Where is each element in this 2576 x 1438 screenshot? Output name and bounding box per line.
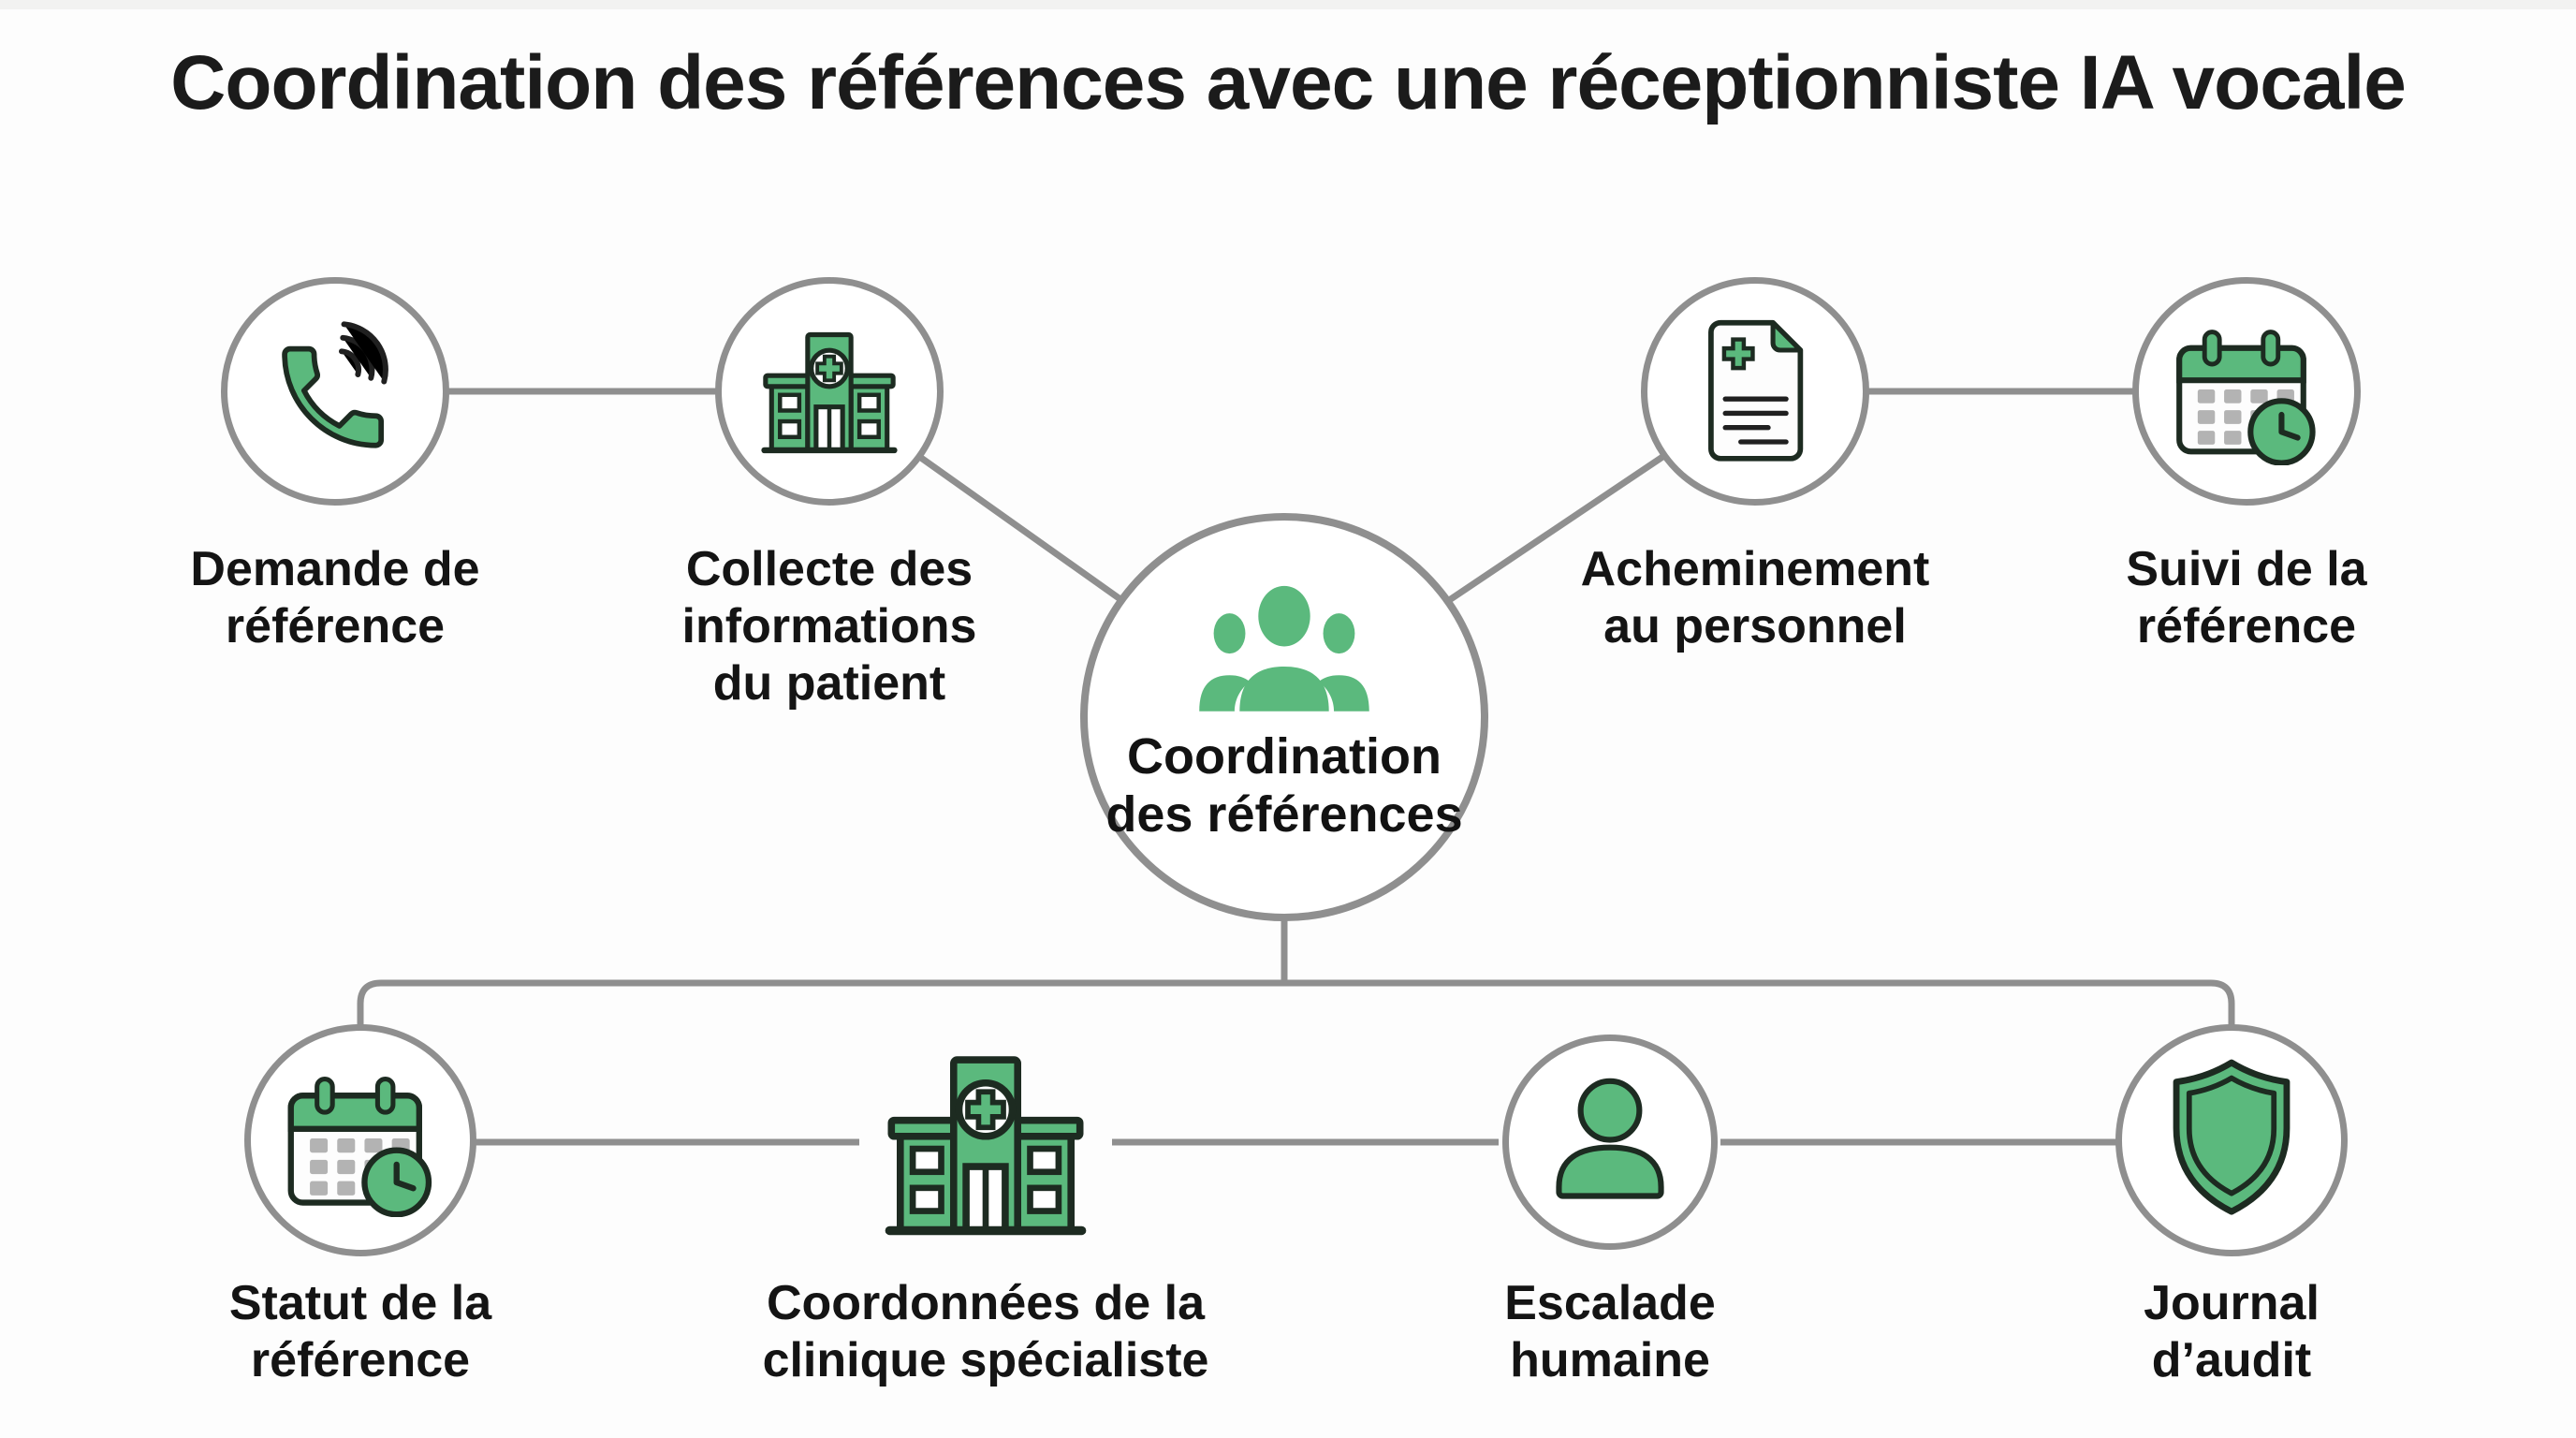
node-coordination-references: Coordination des références — [1080, 513, 1488, 921]
calendar-clock-icon — [274, 1060, 446, 1222]
node-journal-audit — [2115, 1024, 2348, 1256]
label-demande-reference: Demande de référence — [190, 542, 480, 653]
clinic-building-icon — [745, 320, 914, 463]
calendar-clock-icon — [2163, 314, 2330, 470]
label-suivi-reference: Suivi de la référence — [2126, 542, 2367, 653]
label-journal-audit: Journal d’audit — [2144, 1276, 2320, 1387]
phone-icon — [261, 315, 409, 468]
clinic-building-icon — [861, 1038, 1110, 1248]
label-collecte-informations: Collecte des informations du patient — [681, 542, 977, 711]
node-statut-reference — [244, 1024, 476, 1256]
medical-document-icon — [1690, 312, 1821, 472]
page-title: Coordination des références avec une réc… — [170, 40, 2407, 125]
node-demande-reference — [221, 277, 449, 506]
label-coordination-references: Coordination des références — [1105, 728, 1463, 843]
label-statut-reference: Statut de la référence — [228, 1276, 492, 1387]
node-collecte-informations — [715, 277, 944, 506]
people-group-icon — [1191, 579, 1378, 722]
label-coordonnees-clinique: Coordonnées de la clinique spécialiste — [762, 1276, 1209, 1387]
shield-icon — [2152, 1052, 2311, 1229]
person-icon — [1540, 1068, 1680, 1216]
node-coordonnees-clinique — [861, 1022, 1110, 1264]
label-acheminement-personnel: Acheminement au personnel — [1580, 542, 1930, 653]
node-escalade-humaine — [1502, 1034, 1718, 1250]
node-suivi-reference — [2132, 277, 2361, 506]
node-acheminement-personnel — [1641, 277, 1869, 506]
top-strip — [0, 0, 2576, 9]
label-escalade-humaine: Escalade humaine — [1504, 1276, 1716, 1387]
